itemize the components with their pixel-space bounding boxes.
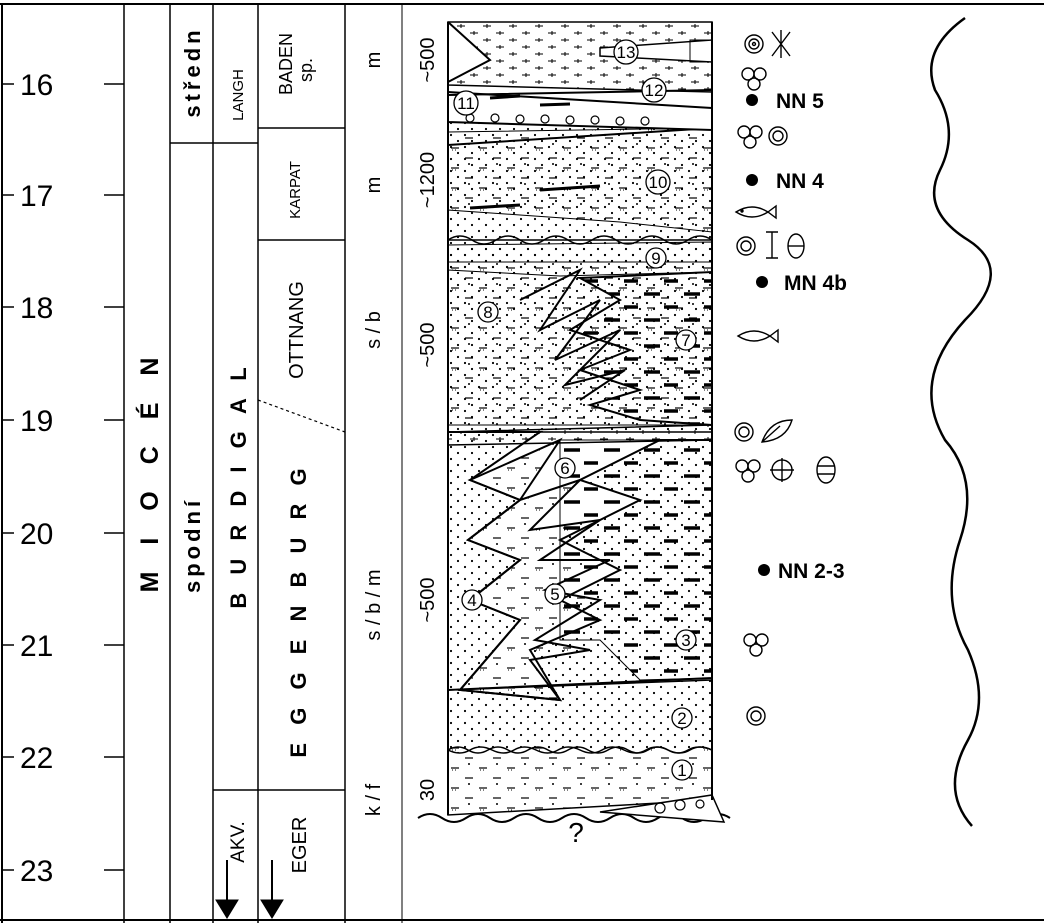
unit-marker-7: 7 [675,329,697,351]
unit-marker-2: 2 [671,707,693,729]
svg-text:12: 12 [645,81,664,100]
stage-burdigal: B U R D I G A L [226,361,251,608]
unit-marker-8: 8 [477,301,499,323]
facies-labels: m m s / b s / b / m k / f [363,52,385,816]
age-label: 18 [20,292,53,325]
thickness-label: ~500 [417,37,439,82]
gastropod-icon [746,706,766,726]
age-label: 19 [20,405,53,438]
gastropod-icon [736,236,756,256]
gastropod-icon [744,34,764,54]
facies-label: m [363,177,385,194]
thickness-label: ~500 [417,577,439,622]
unit-marker-1: 1 [671,759,693,781]
unit-marker-13: 13 [613,39,639,65]
fish-icon [736,328,779,344]
unit-marker-9: 9 [645,247,667,269]
gastropod-icon [734,422,754,442]
foraminifera-icon [735,459,761,483]
bone-icon [766,231,778,259]
foraminifera-icon [741,67,767,91]
sea-urchin-icon [787,233,805,259]
leaf-icon [760,419,793,443]
foraminifera-icon [737,125,763,149]
biozone-label: MN 4b [784,272,847,295]
fish-icon [734,204,777,220]
svg-text:3: 3 [681,631,690,650]
thickness-labels: ~500 ~1200 ~500 ~500 30 [417,37,439,801]
table-frame [0,3,1044,923]
diatom-icon [770,458,794,482]
unit-marker-12: 12 [641,77,667,103]
unit-marker-6: 6 [554,457,576,479]
biozone-label: NN 4 [776,170,824,193]
svg-text:8: 8 [483,303,492,322]
continuation-arrows [215,860,284,919]
unit-markers: 1 2 3 4 5 6 7 8 9 10 11 12 13 [453,39,697,781]
thickness-label: ~1200 [417,152,439,208]
biozone-label: NN 2-3 [778,560,845,583]
subepoch-lower: spodní [180,497,205,593]
unit-marker-10: 10 [645,169,671,195]
regional-eggenburg: E G G E N B U R G [286,462,311,757]
svg-text:13: 13 [617,43,636,62]
unknown-base-marker: ? [568,817,584,848]
sea-urchin-icon [816,456,836,484]
regional-baden-sp: sp. [296,58,316,82]
age-label: 21 [20,630,53,663]
thickness-label: ~500 [417,322,439,367]
facies-label: s / b / m [363,569,385,640]
age-axis [2,83,124,871]
age-label: 22 [20,742,53,775]
age-labels: 16 17 18 19 20 21 22 23 [20,69,53,888]
gastropod-icon [768,126,788,146]
regional-ottnang: OTTNANG [286,281,308,379]
facies-label: k / f [363,783,385,816]
fossil-icons [734,30,836,726]
foraminifera-icon [743,633,769,657]
unit-marker-11: 11 [453,90,479,116]
unit-marker-4: 4 [461,589,483,611]
regional-baden: BADEN [276,33,296,95]
age-label: 20 [20,518,53,551]
epoch-label: M I O C É N [135,348,164,593]
biozone-label: NN 5 [776,90,824,113]
age-label: 23 [20,855,53,888]
coral-icon [771,30,791,58]
svg-text:2: 2 [677,709,686,728]
biozones: NN 5 NN 4 MN 4b NN 2-3 [746,90,847,583]
thickness-label: 30 [417,779,439,801]
stage-langh: LANGH [230,69,247,121]
sea-level-curve [930,16,992,827]
facies-label: m [363,52,385,69]
lithologic-column [417,21,731,823]
facies-label: s / b [363,311,385,349]
age-label: 17 [20,180,53,213]
svg-text:5: 5 [550,585,559,604]
stage-akv: AKV. [228,821,249,863]
unit-marker-5: 5 [544,583,566,605]
unit-marker-3: 3 [675,629,697,651]
age-label: 16 [20,69,53,102]
svg-text:1: 1 [677,761,686,780]
svg-text:4: 4 [467,591,476,610]
svg-text:9: 9 [651,249,660,268]
regional-eger: EGER [289,817,311,874]
svg-text:7: 7 [681,331,690,350]
svg-text:10: 10 [649,173,668,192]
subepoch-middle: středn [180,26,205,117]
svg-text:11: 11 [457,94,475,113]
svg-text:6: 6 [560,459,569,478]
regional-karpat: KARPAT [287,161,304,219]
